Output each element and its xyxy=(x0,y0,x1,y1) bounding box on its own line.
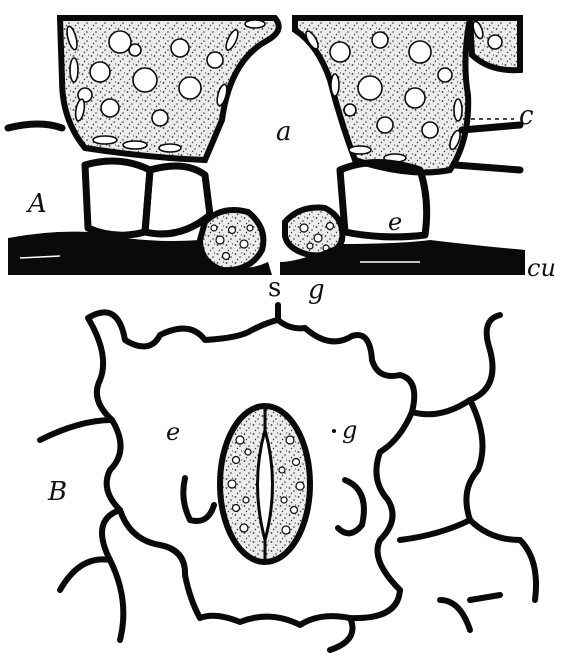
label-A: A xyxy=(26,189,47,219)
epidermis-cell-2 xyxy=(145,166,210,234)
epidermal-wall-right-2 xyxy=(466,400,520,540)
wall-left-edge xyxy=(8,124,62,128)
guard-cell-left xyxy=(200,210,263,270)
section-a-cross-section: a c A e cu s g xyxy=(8,18,556,305)
epidermal-wall-bottom xyxy=(330,618,353,650)
label-g-bottom: g xyxy=(342,416,357,444)
epidermal-wall-inner-left xyxy=(183,478,214,521)
epidermal-wall-bottom-right xyxy=(440,595,500,630)
epidermal-wall-left-1 xyxy=(40,420,112,440)
epidermal-wall-right-3 xyxy=(400,520,470,540)
label-e-top: e xyxy=(388,208,402,236)
label-g-top: g xyxy=(308,275,325,305)
wall-right-lower xyxy=(455,165,520,170)
epidermal-wall-right-4 xyxy=(520,540,536,600)
stomatal-pore xyxy=(258,430,273,540)
section-b-surface-view: e g B xyxy=(40,305,536,650)
label-s: s xyxy=(268,273,281,303)
epidermal-wall-left-3 xyxy=(60,559,110,590)
label-e-bottom: e xyxy=(166,418,180,446)
label-B: B xyxy=(47,477,67,507)
label-cu: cu xyxy=(527,254,556,282)
label-c: c xyxy=(519,101,534,131)
label-a: a xyxy=(276,117,292,147)
epidermis-cell-1 xyxy=(85,161,150,235)
epidermal-wall-left-2 xyxy=(102,510,123,640)
wall-right-edge xyxy=(462,125,520,130)
label-g-leader xyxy=(332,429,336,433)
epidermal-wall-inner-right xyxy=(338,480,364,533)
epidermal-wall-right-1 xyxy=(412,315,500,414)
